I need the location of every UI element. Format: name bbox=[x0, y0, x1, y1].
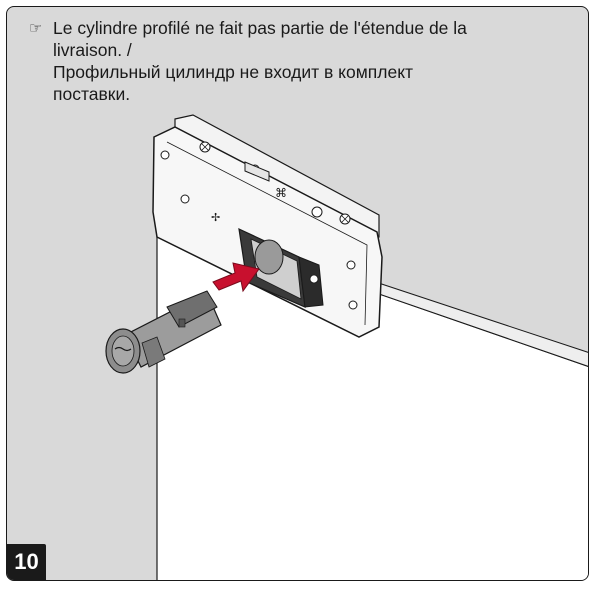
lower-screw bbox=[339, 213, 351, 225]
svg-text:✢: ✢ bbox=[211, 211, 220, 224]
lock-housing bbox=[152, 126, 383, 338]
cylinder-opening bbox=[238, 227, 324, 308]
delivery-note: ☞ Le cylindre profilé ne fait pas partie… bbox=[29, 17, 584, 105]
note-line-fr-2: livraison. / bbox=[53, 40, 132, 60]
pointing-hand-icon: ☞ bbox=[29, 19, 43, 37]
insertion-arrow bbox=[212, 262, 260, 293]
latch-slot bbox=[244, 161, 270, 182]
profile-cylinder bbox=[105, 290, 222, 374]
svg-text:⌘: ⌘ bbox=[275, 186, 287, 200]
instruction-panel: ⌘ ✢ ☞ Le cylindre profilé ne fait pa bbox=[6, 6, 589, 581]
note-line-ru-1: Профильный цилиндр не входит в комплект bbox=[53, 62, 414, 82]
step-number-badge: 10 bbox=[7, 544, 46, 580]
upper-screw bbox=[199, 141, 211, 153]
lock-installation-illustration: ⌘ ✢ bbox=[105, 114, 588, 580]
note-line-fr-1: Le cylindre profilé ne fait pas partie d… bbox=[53, 18, 467, 38]
note-line-ru-2: поставки. bbox=[53, 84, 131, 104]
